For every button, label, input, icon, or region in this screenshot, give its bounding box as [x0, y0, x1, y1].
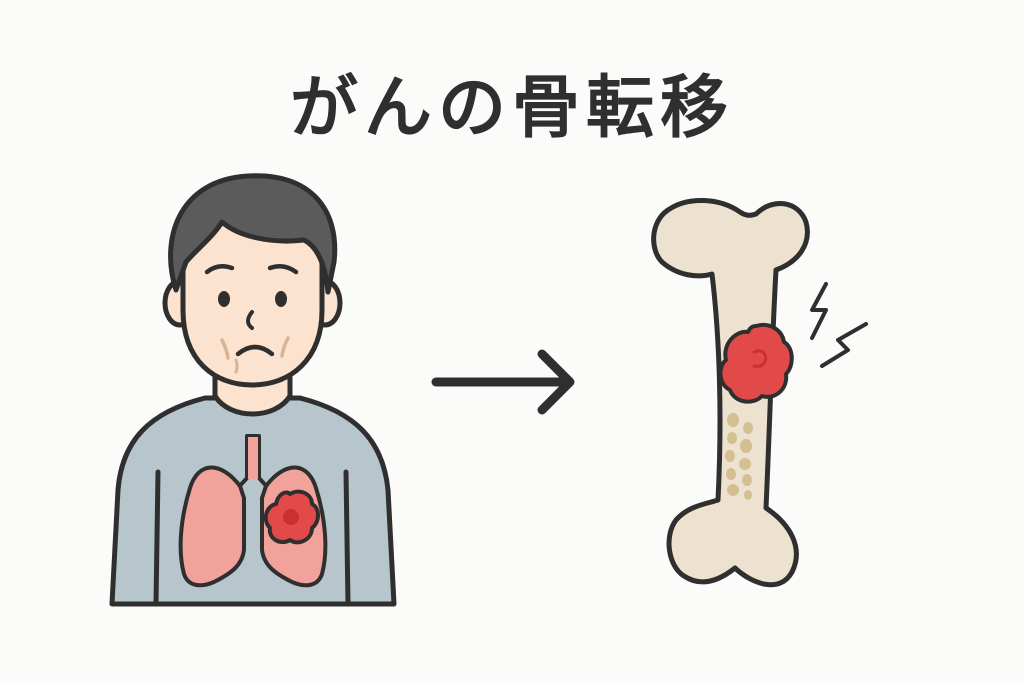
patient-nose: [246, 310, 254, 330]
patient-mouth: [235, 344, 275, 357]
tumor-icon: [263, 489, 320, 545]
pain-bolt-upper: [810, 282, 828, 340]
pain-bolt-lower: [820, 322, 868, 368]
patient-right-arm-line: [343, 469, 351, 607]
lung-tumor-core: [283, 509, 299, 525]
patient-right-brow: [267, 263, 299, 275]
patient-chin-wrinkle: [234, 358, 239, 374]
patient-left-eye: [218, 291, 230, 307]
left-lung: [178, 465, 246, 588]
bone-tumor: [718, 323, 794, 404]
arrow-head: [537, 349, 575, 415]
patient-left-brow: [204, 263, 235, 275]
bone-tumor-icon: [718, 323, 794, 404]
page-title: がんの骨転移: [289, 69, 734, 148]
patient-left-arm-line: [153, 469, 161, 607]
trachea-fill: [248, 437, 258, 479]
bone-tumor-swirl: [752, 349, 768, 368]
bone-lesions: [725, 413, 753, 500]
worried-patient-icon: [109, 173, 397, 607]
patient-hair: [168, 173, 338, 295]
arrow-right-icon: [431, 349, 575, 415]
patient-right-wrinkle: [280, 336, 290, 358]
patient-right-eye: [275, 291, 287, 307]
patient-left-wrinkle: [220, 338, 230, 360]
lightning-pain-icon: [810, 282, 868, 368]
